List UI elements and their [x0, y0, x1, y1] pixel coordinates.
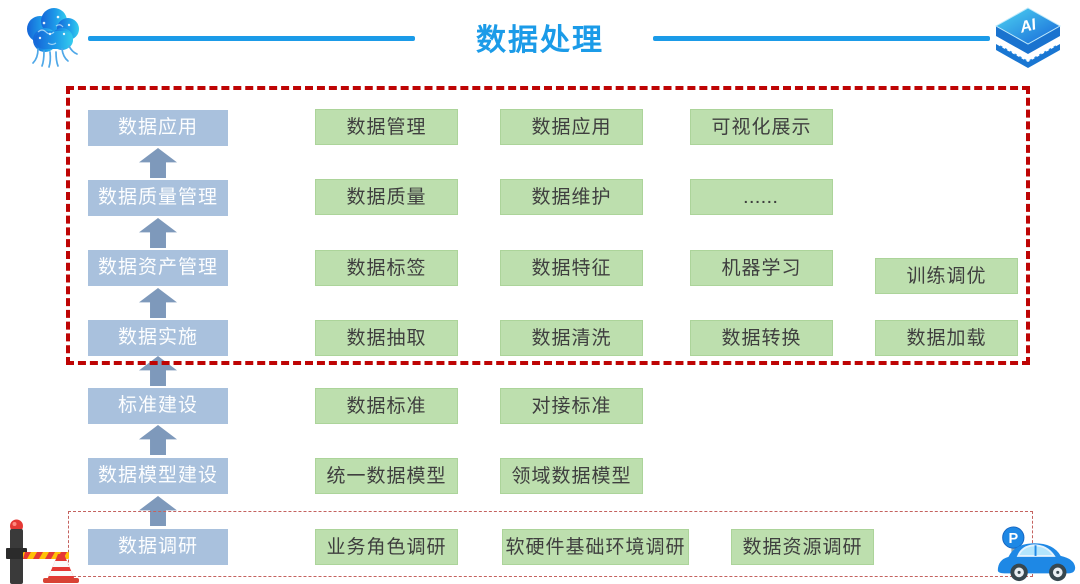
title-divider-right	[653, 36, 990, 41]
stage-data-quality-management: 数据质量管理	[88, 180, 228, 216]
task-data-standard: 数据标准	[315, 388, 458, 424]
svg-text:P: P	[1008, 531, 1018, 547]
task-data-management: 数据管理	[315, 109, 458, 145]
ai-brain-network-icon	[27, 8, 79, 68]
stage-standard-construction: 标准建设	[88, 388, 228, 424]
task-domain-data-model: 领域数据模型	[500, 458, 643, 494]
svg-text:AI: AI	[1017, 16, 1038, 37]
up-arrow-icon	[139, 496, 177, 526]
up-arrow-icon	[139, 218, 177, 248]
barrier-and-traffic-cone-icon	[6, 519, 79, 584]
task-data-transformation: 数据转换	[690, 320, 833, 356]
task-business-role-research: 业务角色调研	[315, 529, 458, 565]
up-arrow-icon	[139, 425, 177, 455]
task-machine-learning: 机器学习	[690, 250, 833, 286]
task-data-resource-research: 数据资源调研	[731, 529, 874, 565]
task-training-tuning: 训练调优	[875, 258, 1018, 294]
task-data-application: 数据应用	[500, 109, 643, 145]
task-data-cleaning: 数据清洗	[500, 320, 643, 356]
task-data-feature: 数据特征	[500, 250, 643, 286]
task-data-maintenance: 数据维护	[500, 179, 643, 215]
task-unified-data-model: 统一数据模型	[315, 458, 458, 494]
task-hw-sw-environment-research: 软硬件基础环境调研	[502, 529, 689, 565]
stage-data-asset-management: 数据资产管理	[88, 250, 228, 286]
ai-chip-icon: AI	[994, 7, 1062, 68]
stage-data-model-construction: 数据模型建设	[88, 458, 228, 494]
task-data-label: 数据标签	[315, 250, 458, 286]
stage-data-implementation: 数据实施	[88, 320, 228, 356]
up-arrow-icon	[139, 288, 177, 318]
page-title: 数据处理	[476, 24, 604, 57]
task-data-quality: 数据质量	[315, 179, 458, 215]
up-arrow-icon	[139, 356, 177, 386]
stage-data-research: 数据调研	[88, 529, 228, 565]
task-interface-standard: 对接标准	[500, 388, 643, 424]
task-data-extraction: 数据抽取	[315, 320, 458, 356]
up-arrow-icon	[139, 148, 177, 178]
task-data-loading: 数据加载	[875, 320, 1018, 356]
car-with-parking-sign-icon: P	[997, 526, 1076, 582]
stage-data-application: 数据应用	[88, 110, 228, 146]
task-visualization-display: 可视化展示	[690, 109, 833, 145]
task-ellipsis: ......	[690, 179, 833, 215]
title-divider-left	[88, 36, 415, 41]
